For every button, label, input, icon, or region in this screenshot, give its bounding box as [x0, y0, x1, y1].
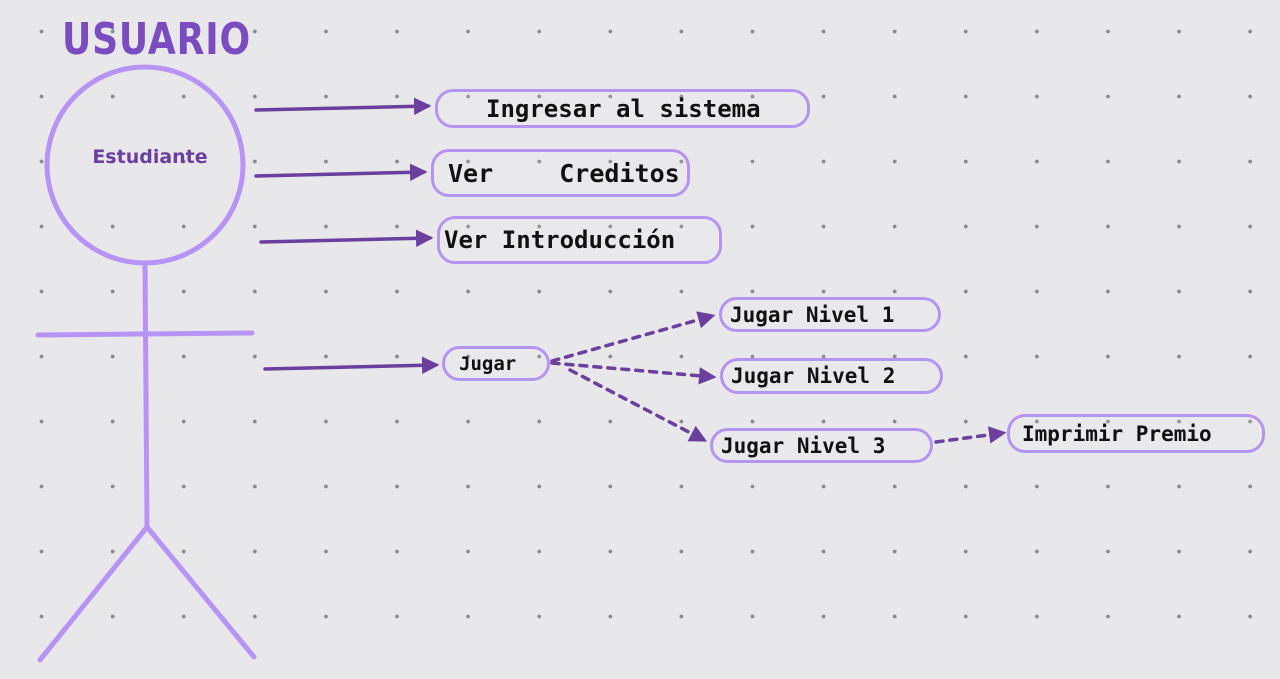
actor-right-leg — [144, 524, 257, 660]
dashed-arrow-premio — [934, 426, 1007, 444]
actor-body — [142, 260, 150, 528]
use-case-jugar-label: Jugar — [459, 352, 517, 375]
actor-left-leg — [37, 524, 150, 663]
extend-arrows — [550, 311, 1007, 444]
use-case-nivel-2[interactable]: Jugar Nivel 2 — [720, 358, 943, 394]
use-case-nivel-1-label: Jugar Nivel 1 — [730, 302, 895, 327]
dashed-arrow-nivel1 — [550, 311, 716, 363]
arrow-to-jugar — [263, 356, 440, 375]
use-case-nivel-1[interactable]: Jugar Nivel 1 — [719, 297, 941, 332]
use-case-ingresar-label: Ingresar al sistema — [486, 94, 761, 123]
use-case-introduccion-label: Ver Introducción — [444, 226, 676, 254]
actor-title: USUARIO — [62, 14, 252, 65]
use-case-creditos[interactable]: Ver Creditos — [431, 149, 690, 197]
use-case-nivel-3[interactable]: Jugar Nivel 3 — [710, 428, 933, 463]
actor-label: Estudiante — [92, 146, 208, 168]
arrow-to-creditos — [254, 163, 428, 182]
use-case-ingresar[interactable]: Ingresar al sistema — [435, 89, 810, 128]
association-arrows — [254, 97, 440, 375]
arrow-to-introduccion — [259, 229, 434, 248]
dashed-arrow-nivel2 — [550, 361, 717, 385]
use-case-introduccion[interactable]: Ver Introducción — [437, 216, 722, 264]
stick-figure-actor — [35, 64, 257, 663]
actor-arms — [35, 330, 255, 338]
use-case-imprimir-premio-label: Imprimir Premio — [1022, 421, 1212, 446]
dashed-arrow-nivel3 — [568, 368, 708, 442]
use-case-nivel-3-label: Jugar Nivel 3 — [721, 433, 886, 458]
use-case-imprimir-premio[interactable]: Imprimir Premio — [1007, 414, 1265, 453]
use-case-creditos-label: Ver Creditos — [448, 158, 680, 188]
use-case-jugar[interactable]: Jugar — [442, 346, 550, 381]
arrow-to-ingresar — [254, 97, 432, 116]
use-case-nivel-2-label: Jugar Nivel 2 — [731, 364, 896, 388]
